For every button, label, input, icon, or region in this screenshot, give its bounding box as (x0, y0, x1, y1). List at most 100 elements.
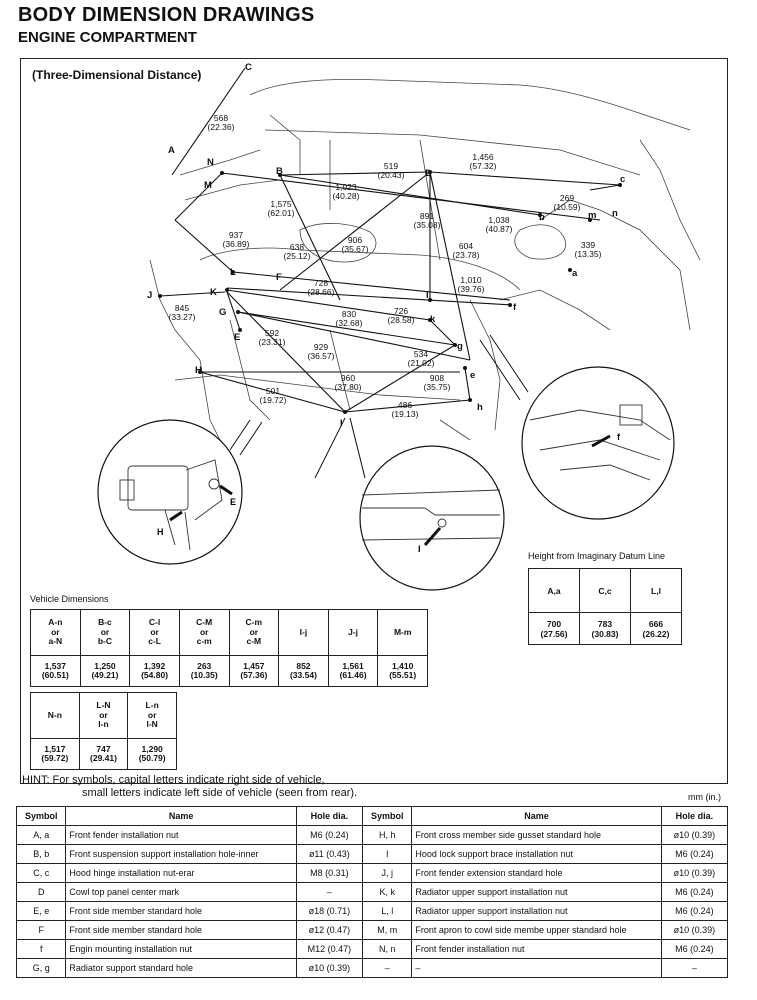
dimension-value: 747(29.41) (78, 738, 129, 770)
point-label: F (276, 272, 282, 283)
hole-cell: M6 (0.24) (660, 844, 729, 864)
name-cell: Radiator upper support installation nut (411, 882, 662, 902)
dimension-value: 263(10.35) (178, 655, 230, 687)
name-cell: Front fender installation nut (65, 825, 297, 845)
name-cell: Front fender installation nut (411, 939, 662, 959)
hole-cell: M6 (0.24) (660, 882, 729, 902)
dim-label: 519(20.43) (378, 161, 405, 180)
hole-cell: M12 (0.47) (295, 939, 364, 959)
point-label: D (425, 168, 432, 179)
unit-label: mm (in.) (688, 792, 721, 802)
col-header: Hole dia. (295, 806, 364, 826)
dim-label: 1,023(40.28) (333, 182, 360, 201)
dimension-value: 1,250(49.21) (79, 655, 131, 687)
point-label: G (219, 307, 226, 318)
col-header: Hole dia. (660, 806, 729, 826)
measurement-lines (159, 67, 621, 413)
datum-value: 666(26.22) (630, 612, 682, 645)
point-label: K (210, 287, 217, 298)
hole-cell: ø11 (0.43) (295, 844, 364, 864)
inset-label: f (617, 432, 621, 442)
point-label: m (588, 210, 596, 221)
symbol-cell: G, g (15, 958, 67, 978)
col-header: Symbol (15, 806, 67, 826)
point-label: g (457, 341, 463, 352)
engine-compartment-diagram: 568(22.36) 519(20.43) 1,456(57.32) 1,023… (97, 62, 701, 591)
point-label: H (195, 365, 202, 376)
hole-cell: M8 (0.31) (295, 863, 364, 883)
vehicle-dimensions-title: Vehicle Dimensions (30, 594, 109, 604)
hole-cell: ø18 (0.71) (295, 901, 364, 921)
hint-line-1: HINT: For symbols, capital letters indic… (22, 774, 325, 786)
name-cell: Front side member standard hole (65, 920, 297, 940)
name-cell: Front side member standard hole (65, 901, 297, 921)
symbol-cell: – (361, 958, 413, 978)
name-cell: Radiator support standard hole (65, 958, 297, 978)
datum-header: L,l (630, 568, 682, 613)
name-cell: Front apron to cowl side membe upper sta… (411, 920, 662, 940)
dimension-value: 1,290(50.79) (127, 738, 177, 770)
dim-label: 269(10.59) (554, 193, 581, 212)
point-label: b (539, 212, 545, 223)
symbol-cell: H, h (361, 825, 413, 845)
chassis-sketch (149, 78, 701, 481)
hole-cell: ø10 (0.39) (660, 863, 729, 883)
name-cell: Hood hinge installation nut-erar (65, 863, 297, 883)
point-label: h (477, 402, 483, 413)
datum-value: 783(30.83) (579, 612, 631, 645)
point-label: I (340, 418, 343, 429)
dim-label: 906(35.67) (342, 235, 369, 254)
dimension-value: 1,517(59.72) (30, 738, 80, 770)
hole-cell: ø10 (0.39) (660, 920, 729, 940)
dimension-header: J-j (327, 609, 379, 656)
inset-label: H (157, 527, 164, 537)
dimension-value: 1,410(55.51) (377, 655, 428, 687)
symbol-cell: L, l (361, 901, 413, 921)
dim-label: 339(13.35) (575, 240, 602, 259)
point-label: n (612, 208, 618, 219)
symbol-cell: F (15, 920, 67, 940)
dim-label: 568(22.36) (208, 113, 235, 132)
hint-line-2: small letters indicate left side of vehi… (82, 787, 358, 799)
name-cell: Hood lock support brace installation nut (411, 844, 662, 864)
inset-label: I (418, 544, 421, 554)
col-header: Symbol (361, 806, 413, 826)
dim-label: 501(19.72) (260, 386, 287, 405)
hole-cell: – (660, 958, 729, 978)
name-cell: Cowl top panel center mark (65, 882, 297, 902)
dim-label: 891(35.08) (414, 211, 441, 230)
name-cell: – (411, 958, 662, 978)
hole-cell: M6 (0.24) (660, 939, 729, 959)
symbol-cell: I (361, 844, 413, 864)
hole-cell: ø12 (0.47) (295, 920, 364, 940)
datum-value: 700(27.56) (528, 612, 580, 645)
dim-label: 1,038(40.87) (486, 215, 513, 234)
dimension-labels: 568(22.36) 519(20.43) 1,456(57.32) 1,023… (169, 113, 602, 419)
col-header: Name (65, 806, 297, 826)
dim-label: 486(19.13) (392, 400, 419, 419)
dimension-header: M-m (377, 609, 428, 656)
dim-label: 908(35.75) (424, 373, 451, 392)
point-label: B (276, 166, 283, 177)
name-cell: Engin mounting installation nut (65, 939, 297, 959)
dim-label: 1,575(62.01) (268, 199, 295, 218)
dim-label: 1,456(57.32) (470, 152, 497, 171)
point-label: a (572, 268, 578, 279)
page-subtitle: ENGINE COMPARTMENT (18, 29, 197, 46)
dim-label: 728(28.66) (308, 278, 335, 297)
symbol-cell: C, c (15, 863, 67, 883)
datum-header: A,a (528, 568, 580, 613)
